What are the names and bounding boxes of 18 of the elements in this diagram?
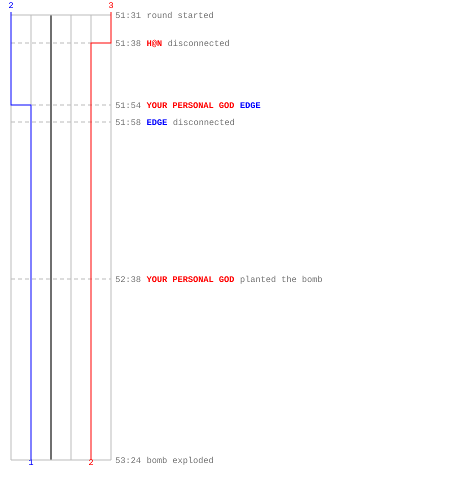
player-count: 2 — [9, 2, 13, 8]
event-text: H@N — [147, 40, 162, 48]
timestamp: 51:38 — [116, 40, 140, 46]
player-count: 3 — [108, 2, 114, 8]
timestamp: 53:24 — [116, 457, 141, 464]
timestamp: 52:38 — [116, 276, 140, 282]
event-text: EDGE — [147, 119, 167, 126]
event-text: YOUR PERSONAL GOD — [146, 276, 234, 282]
event-text: YOUR PERSONAL GOD — [146, 102, 234, 108]
event-text: disconnected — [168, 40, 229, 46]
event-text: planted the bomb — [240, 276, 322, 284]
event-text: EDGE — [240, 102, 260, 108]
timestamp: 51:31 — [116, 12, 141, 18]
timestamp: 51:58 — [116, 119, 140, 126]
event-text: bomb exploded — [147, 456, 213, 465]
timestamp: 51:54 — [116, 102, 141, 108]
event-text: disconnected — [173, 118, 234, 126]
event-text: round started — [148, 12, 213, 18]
